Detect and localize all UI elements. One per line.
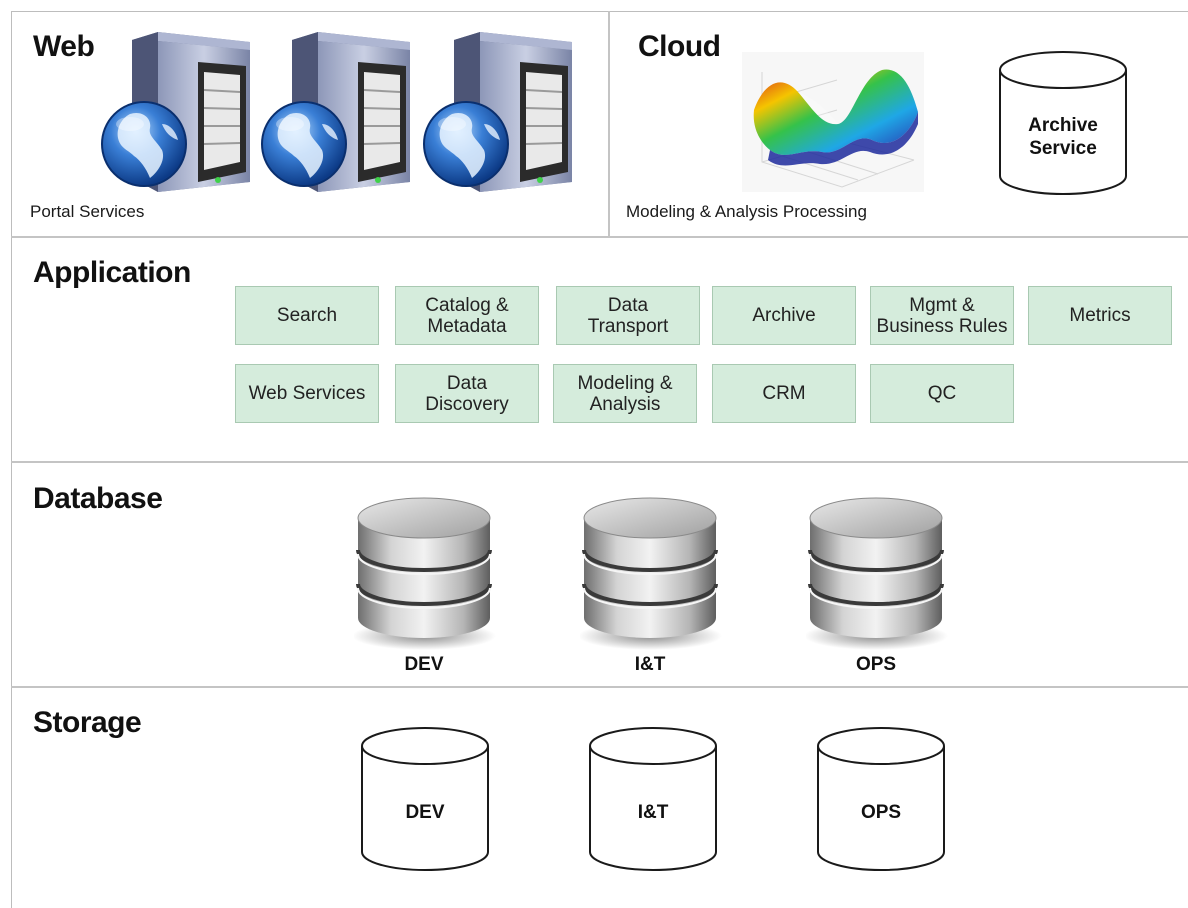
web-server-globe-icon xyxy=(261,32,411,193)
web-server-globe-icon xyxy=(101,32,251,193)
app-box-crm: CRM xyxy=(712,364,856,423)
storage-label-it: I&T xyxy=(637,802,669,823)
app-box-qc: QC xyxy=(870,364,1014,423)
app-box-data-discovery: Data Discovery xyxy=(395,364,539,423)
divider-database-storage xyxy=(11,686,1188,688)
database-stack-icon xyxy=(806,496,948,650)
web-server-globe-icon xyxy=(423,32,573,193)
database-stack-icon xyxy=(580,496,722,650)
database-label-it: I&T xyxy=(634,654,666,675)
storage-label-dev: DEV xyxy=(405,802,445,823)
divider-web-cloud xyxy=(608,11,610,237)
database-stack-icon xyxy=(354,496,496,650)
app-box-web-services: Web Services xyxy=(235,364,379,423)
application-section-title: Application xyxy=(33,256,191,289)
divider-web-application xyxy=(11,236,1188,238)
app-box-mgmt-business-rules: Mgmt & Business Rules xyxy=(870,286,1014,345)
cloud-section-title: Cloud xyxy=(638,30,721,63)
app-box-search: Search xyxy=(235,286,379,345)
web-caption: Portal Services xyxy=(30,202,145,221)
divider-application-database xyxy=(11,461,1188,463)
database-section-title: Database xyxy=(33,482,163,515)
archive-service-label: Archive Service xyxy=(1028,115,1098,159)
database-label-dev: DEV xyxy=(404,654,444,675)
storage-cylinder-icon: DEV xyxy=(360,726,490,872)
storage-label-ops: OPS xyxy=(860,802,902,823)
app-box-modeling-analysis: Modeling & Analysis xyxy=(553,364,697,423)
diagram-frame xyxy=(11,11,1188,908)
app-box-archive: Archive xyxy=(712,286,856,345)
web-section-title: Web xyxy=(33,30,95,63)
3d-surface-plot-icon xyxy=(742,52,924,192)
database-label-ops: OPS xyxy=(855,654,897,675)
archive-service-cylinder-icon: Archive Service xyxy=(998,50,1128,196)
storage-cylinder-icon: I&T xyxy=(588,726,718,872)
cloud-caption: Modeling & Analysis Processing xyxy=(626,202,867,221)
app-box-catalog-metadata: Catalog & Metadata xyxy=(395,286,539,345)
storage-cylinder-icon: OPS xyxy=(816,726,946,872)
app-box-metrics: Metrics xyxy=(1028,286,1172,345)
app-box-data-transport: Data Transport xyxy=(556,286,700,345)
storage-section-title: Storage xyxy=(33,706,142,739)
